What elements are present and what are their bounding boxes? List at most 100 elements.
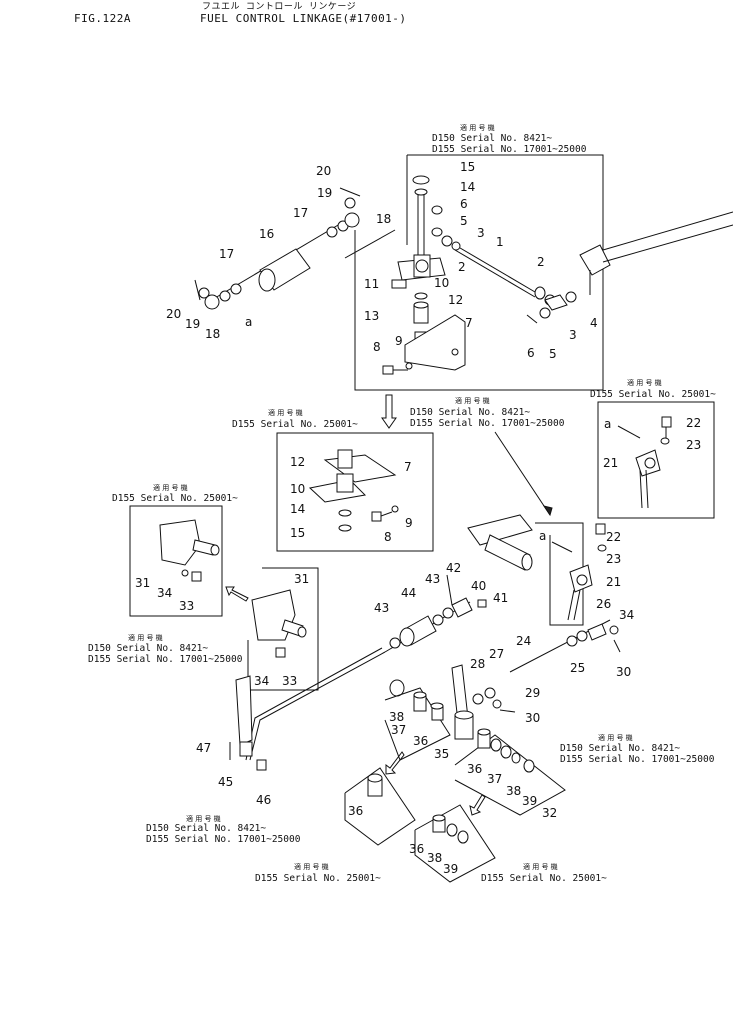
callout-2: 2	[537, 255, 545, 269]
callout-33: 33	[179, 599, 194, 613]
callout-18: 18	[205, 327, 220, 341]
callout-3: 3	[477, 226, 485, 240]
applicability-label: 適 用 号 機	[598, 733, 633, 742]
callout-7: 7	[465, 316, 473, 330]
applicability-label: 適 用 号 機	[627, 378, 662, 387]
callout-33: 33	[282, 674, 297, 688]
callout-30: 30	[616, 665, 631, 679]
serial-note: D155 Serial No. 25001~	[590, 389, 716, 400]
serial-note: D155 Serial No. 17001~25000	[432, 144, 587, 155]
callout-21: 21	[603, 456, 618, 470]
mid-detail-box: 適 用 号 機 D155 Serial No. 25001~ 12 7 10 1…	[232, 408, 434, 552]
lower-assembly: 31 34 33 適 用 号 機 D150 Serial No. 8421~ D…	[88, 514, 715, 820]
serial-note: D150 Serial No. 8421~	[560, 743, 680, 754]
callout-11: 11	[364, 277, 379, 291]
callout-34: 34	[254, 674, 269, 688]
callout-23: 23	[686, 438, 701, 452]
serial-note: D155 Serial No. 17001~25000	[146, 834, 301, 845]
callout-34: 34	[619, 608, 634, 622]
callout-36: 36	[409, 842, 424, 856]
callout-36: 36	[467, 762, 482, 776]
callout-9: 9	[395, 334, 403, 348]
callout-22: 22	[686, 416, 701, 430]
callout-44: 44	[401, 586, 416, 600]
callout-15: 15	[460, 160, 475, 174]
callout-12: 12	[448, 293, 463, 307]
marker-a: a	[245, 315, 252, 329]
serial-note: D155 Serial No. 17001~25000	[410, 418, 565, 429]
serial-note: D155 Serial No. 25001~	[232, 419, 358, 430]
callout-12: 12	[290, 455, 305, 469]
callout-31: 31	[294, 572, 309, 586]
top-assembly: 適 用 号 機 D150 Serial No. 8421~ D155 Seria…	[166, 123, 733, 391]
callout-40: 40	[471, 579, 486, 593]
callout-24: 24	[516, 634, 531, 648]
serial-note: D150 Serial No. 8421~	[88, 643, 208, 654]
callout-15: 15	[290, 526, 305, 540]
callout-29: 29	[525, 686, 540, 700]
callout-34: 34	[157, 586, 172, 600]
serial-note: D155 Serial No. 17001~25000	[560, 754, 715, 765]
title-japanese: フユエル コントロール リンケージ	[202, 2, 357, 12]
figure-number: FIG.122A	[74, 12, 131, 25]
callout-18: 18	[376, 212, 391, 226]
callout-14: 14	[290, 502, 305, 516]
callout-43: 43	[425, 572, 440, 586]
callout-26: 26	[596, 597, 611, 611]
callout-31: 31	[135, 576, 150, 590]
applicability-label: 適 用 号 機	[186, 814, 221, 823]
callout-45: 45	[218, 775, 233, 789]
applicability-label: 適 用 号 機	[128, 633, 163, 642]
callout-25: 25	[570, 661, 585, 675]
callout-17: 17	[219, 247, 234, 261]
callout-37: 37	[487, 772, 502, 786]
applicability-label: 適 用 号 機	[268, 408, 303, 417]
arrow-up-left	[225, 586, 249, 602]
callout-27: 27	[489, 647, 504, 661]
callout-14: 14	[460, 180, 475, 194]
callout-36: 36	[348, 804, 363, 818]
callout-47: 47	[196, 741, 211, 755]
callout-38: 38	[427, 851, 442, 865]
applicability-label: 適 用 号 機	[153, 483, 188, 492]
serial-note: D150 Serial No. 8421~	[146, 823, 266, 834]
callout-22: 22	[606, 530, 621, 544]
callout-42: 42	[446, 561, 461, 575]
serial-note: D150 Serial No. 8421~	[410, 407, 530, 418]
callout-37: 37	[391, 723, 406, 737]
callout-2: 2	[458, 260, 466, 274]
callout-30: 30	[525, 711, 540, 725]
callout-5: 5	[460, 214, 468, 228]
serial-note: D155 Serial No. 25001~	[481, 873, 607, 884]
callout-19: 19	[317, 186, 332, 200]
serial-note: D150 Serial No. 8421~	[432, 133, 552, 144]
callout-7: 7	[404, 460, 412, 474]
callout-8: 8	[373, 340, 381, 354]
applicability-label: 適 用 号 機	[523, 862, 558, 871]
arrow-down-1	[381, 394, 397, 429]
callout-46: 46	[256, 793, 271, 807]
callout-21: 21	[606, 575, 621, 589]
callout-35: 35	[434, 747, 449, 761]
callout-3: 3	[569, 328, 577, 342]
callout-4: 4	[590, 316, 598, 330]
right-detail-box: 適 用 号 機 D155 Serial No. 25001~ a 22 23 2…	[590, 378, 716, 519]
serial-note: D155 Serial No. 17001~25000	[88, 654, 243, 665]
callout-39: 39	[522, 794, 537, 808]
marker-a: a	[604, 417, 611, 431]
applicability-label: 適 用 号 機	[455, 396, 490, 405]
callout-8: 8	[384, 530, 392, 544]
serial-note: D155 Serial No. 25001~	[255, 873, 381, 884]
callout-38: 38	[389, 710, 404, 724]
callout-38: 38	[506, 784, 521, 798]
callout-6: 6	[460, 197, 468, 211]
callout-43: 43	[374, 601, 389, 615]
serial-note: D155 Serial No. 25001~	[112, 493, 238, 504]
callout-23: 23	[606, 552, 621, 566]
callout-17: 17	[293, 206, 308, 220]
callout-10: 10	[290, 482, 305, 496]
callout-16: 16	[259, 227, 274, 241]
callout-32: 32	[542, 806, 557, 820]
applicability-label: 適 用 号 機	[294, 862, 329, 871]
